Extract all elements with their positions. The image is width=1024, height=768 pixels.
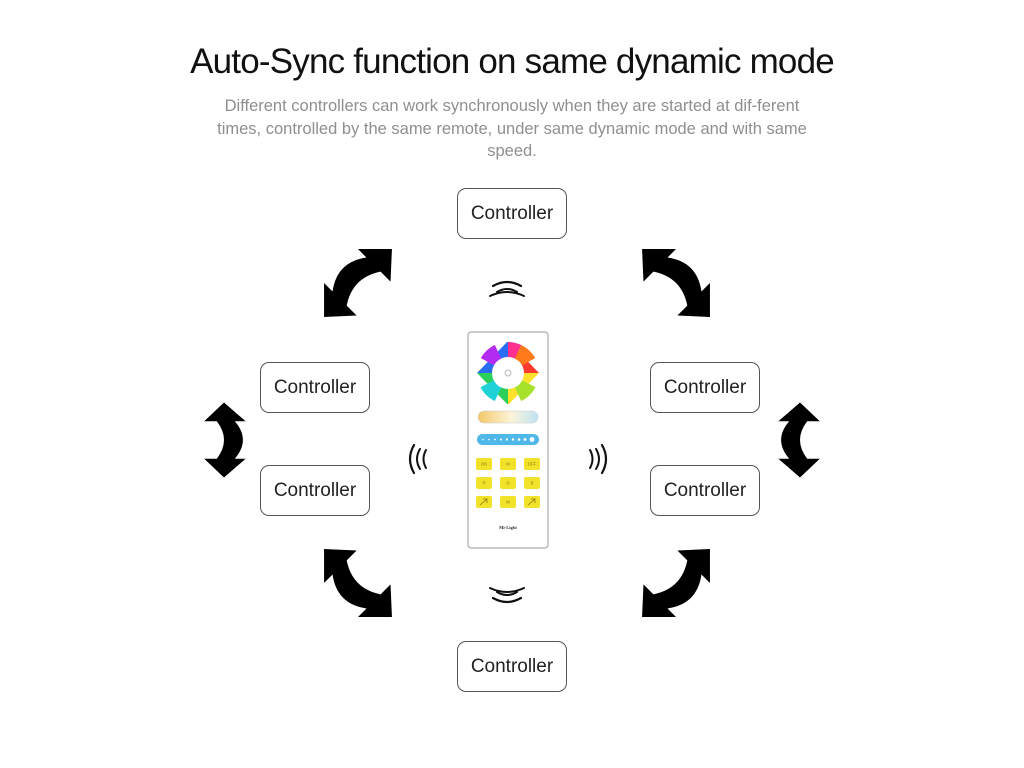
- remote-button-label: ON: [481, 462, 487, 467]
- controller-right-lower: Controller: [650, 465, 760, 516]
- remote-button: [476, 458, 492, 470]
- remote-button: [500, 477, 516, 489]
- double-arrow-icon: [778, 402, 820, 478]
- double-arrow-icon: [626, 533, 727, 634]
- remote-button-label: M: [506, 462, 510, 467]
- signal-waves-icon: [408, 443, 427, 475]
- controller-bottom: Controller: [457, 641, 567, 692]
- controller-left-upper: Controller: [260, 362, 370, 413]
- color-temperature-bar: [477, 410, 539, 424]
- remote-button: [524, 458, 540, 470]
- controller-top: Controller: [457, 188, 567, 239]
- remote-button: [524, 477, 540, 489]
- page-title: Auto-Sync function on same dynamic mode: [190, 42, 835, 81]
- remote-button: [476, 477, 492, 489]
- scene-icon: [527, 498, 536, 506]
- remote-button: [500, 458, 516, 470]
- controller-left-lower: Controller: [260, 465, 370, 516]
- remote-button: [500, 496, 516, 508]
- controller-right-upper: Controller: [650, 362, 760, 413]
- remote-button-label: B: [531, 481, 534, 486]
- remote-button-label: R: [482, 481, 485, 486]
- signal-waves-icon: [489, 280, 525, 297]
- double-arrow-icon: [307, 232, 408, 333]
- double-arrow-icon: [307, 533, 408, 634]
- double-arrow-icon: [626, 232, 727, 333]
- page-subtitle: Different controllers can work synchrono…: [217, 97, 807, 160]
- remote-button-label: G: [506, 481, 509, 486]
- signal-waves-icon: [589, 443, 608, 475]
- scene-icon: [479, 498, 488, 506]
- remote-control: ON M OFF R G B W Mi-Light: [467, 331, 549, 549]
- signal-waves-icon: [489, 587, 525, 604]
- remote-button-label: OFF: [528, 462, 537, 467]
- brightness-dots: [482, 437, 535, 442]
- remote-button-label: W: [506, 500, 510, 505]
- double-arrow-icon: [204, 402, 246, 478]
- remote-brand: Mi-Light: [499, 525, 517, 530]
